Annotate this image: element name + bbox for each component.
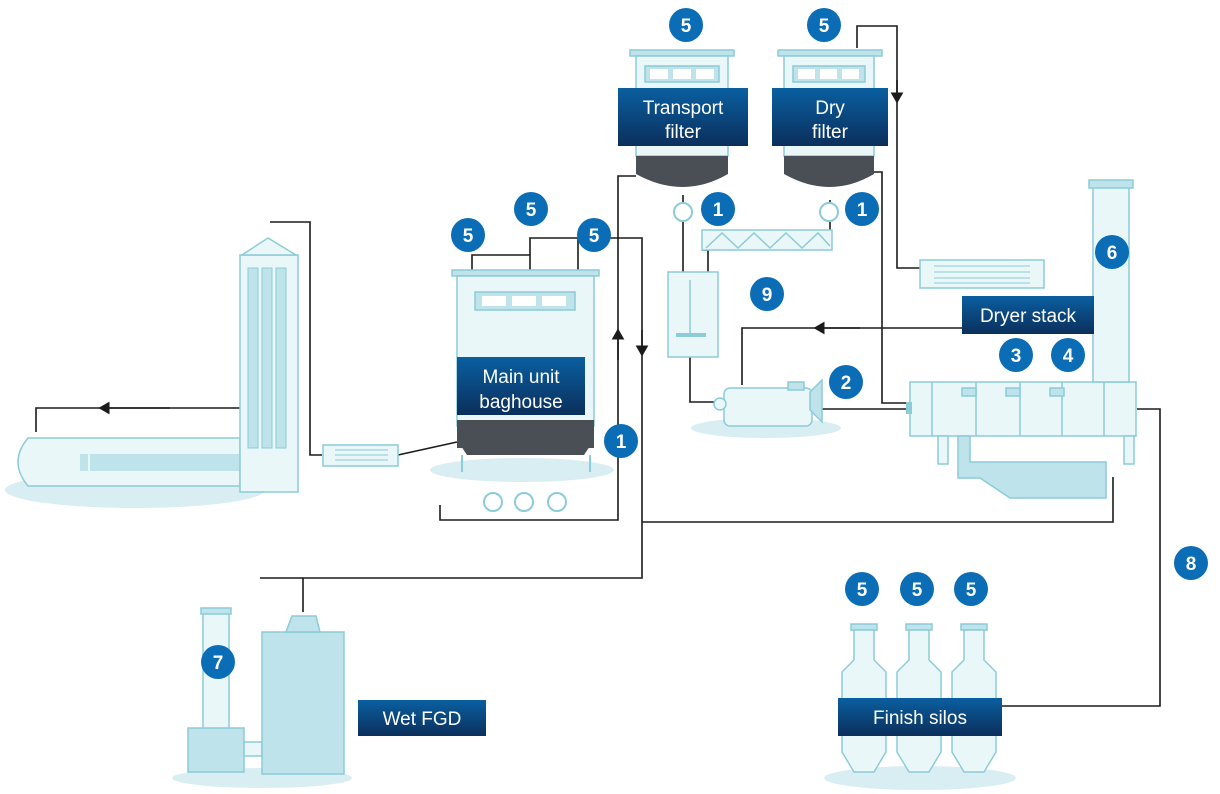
svg-text:5: 5 xyxy=(819,16,830,37)
dryer-stack: Dryer stack xyxy=(919,179,1134,383)
transport-filter: Transport filter xyxy=(618,49,748,222)
svg-text:6: 6 xyxy=(1107,243,1118,264)
pipes xyxy=(35,25,1161,707)
badge-transport-feeder-1: 1 xyxy=(701,192,735,226)
screw-conveyor xyxy=(701,229,833,251)
svg-text:5: 5 xyxy=(589,226,600,247)
svg-text:5: 5 xyxy=(966,580,977,601)
badge-mixer-9: 9 xyxy=(750,277,784,311)
svg-text:5: 5 xyxy=(912,580,923,601)
rotary-feeder-icon xyxy=(819,202,839,222)
svg-text:5: 5 xyxy=(463,226,474,247)
wet-fgd-label: Wet FGD xyxy=(383,709,462,730)
badge-dryer-stack-6: 6 xyxy=(1095,235,1129,269)
svg-text:1: 1 xyxy=(713,200,724,221)
svg-text:2: 2 xyxy=(841,373,852,394)
badge-fgd-stack-7: 7 xyxy=(201,645,235,679)
dryer-stack-cooler xyxy=(919,259,1045,289)
svg-text:4: 4 xyxy=(1063,346,1074,367)
wet-fgd: Wet FGD xyxy=(172,607,486,788)
svg-text:5: 5 xyxy=(857,580,868,601)
svg-text:1: 1 xyxy=(857,200,868,221)
dry-filter: Dry filter xyxy=(772,49,888,222)
badge-baghouse-5-right: 5 xyxy=(577,218,611,252)
badge-dry-filter-5: 5 xyxy=(807,8,841,42)
badge-silo-5-b: 5 xyxy=(900,572,934,606)
rotary-dryer xyxy=(906,381,1137,499)
svg-text:7: 7 xyxy=(213,653,224,674)
dry-filter-label-1: Dry xyxy=(815,98,845,119)
badge-baghouse-5-top: 5 xyxy=(514,192,548,226)
rotary-feeder-icon xyxy=(483,492,567,512)
main-unit-baghouse: Main unit baghouse xyxy=(430,269,614,512)
boiler-unit xyxy=(5,237,399,508)
dry-filter-label-2: filter xyxy=(812,122,849,143)
svg-text:5: 5 xyxy=(526,200,537,221)
badge-dry-feeder-1: 1 xyxy=(845,192,879,226)
transport-filter-label-1: Transport xyxy=(643,98,724,119)
mixer-tank xyxy=(667,271,719,358)
finish-silos-label: Finish silos xyxy=(873,708,967,729)
badge-dryer-4: 4 xyxy=(1051,338,1085,372)
badge-baghouse-5-left: 5 xyxy=(451,218,485,252)
svg-text:9: 9 xyxy=(762,285,773,306)
svg-text:8: 8 xyxy=(1186,554,1197,575)
badge-burner-2: 2 xyxy=(829,365,863,399)
main-unit-baghouse-label-1: Main unit xyxy=(482,367,560,388)
main-unit-baghouse-label-2: baghouse xyxy=(479,392,562,413)
finish-silos: Finish silos xyxy=(824,623,1016,790)
svg-text:1: 1 xyxy=(616,432,627,453)
dryer-stack-label: Dryer stack xyxy=(980,306,1077,327)
burner xyxy=(691,378,841,438)
number-badges: 5 5 1 1 5 5 5 1 9 2 3 4 6 7 8 5 5 5 xyxy=(201,8,1208,679)
badge-transport-filter-5: 5 xyxy=(669,8,703,42)
badge-silo-5-c: 5 xyxy=(954,572,988,606)
badge-dryer-3: 3 xyxy=(999,338,1033,372)
badge-silo-5-a: 5 xyxy=(845,572,879,606)
svg-text:3: 3 xyxy=(1011,346,1022,367)
badge-baghouse-feeder-1: 1 xyxy=(604,424,638,458)
svg-text:5: 5 xyxy=(681,16,692,37)
transport-filter-label-2: filter xyxy=(665,122,702,143)
rotary-feeder-icon xyxy=(673,202,693,222)
badge-conveyor-8: 8 xyxy=(1174,546,1208,580)
